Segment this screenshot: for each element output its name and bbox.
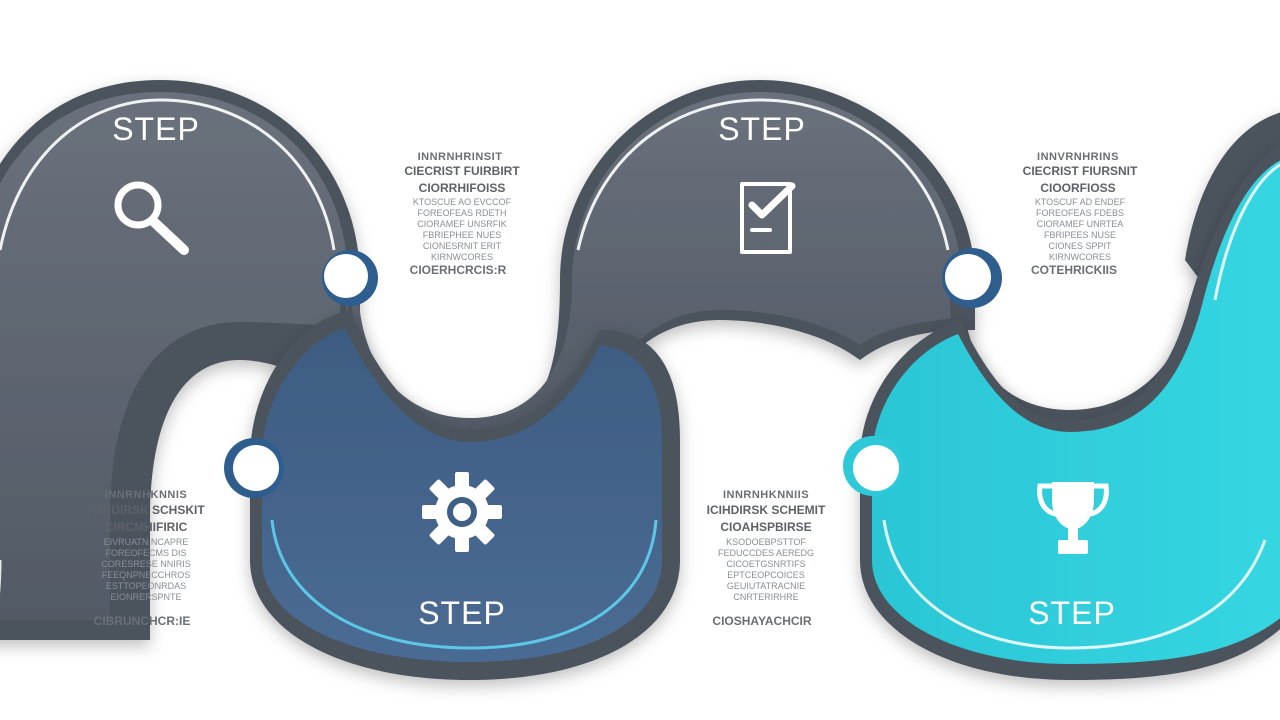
blurb-3-line: KSODOEBPSTTOF — [726, 537, 806, 547]
blurb-2: INNRNHKNNIS ICIHDIRSK SCHSKIT CIRCMHIFIR… — [87, 489, 205, 628]
blurb-1-title: INNRNHRINSIT — [418, 151, 503, 163]
blurb-1-line: KTOSCUE AO EVCCOF — [413, 197, 512, 207]
step-2-label: STEP — [418, 595, 506, 631]
connector-node-1 — [322, 250, 378, 306]
blurb-1-line: FOREOFEAS RDETH — [417, 208, 506, 218]
blurb-4-line: KTOSCUF AD ENDEF — [1035, 197, 1126, 207]
arc-outline-2 — [576, 98, 950, 251]
blurb-4-line: CIORAMEF UNRTEA — [1037, 219, 1124, 229]
step-4-label: STEP — [1028, 595, 1116, 631]
blurb-2-line: FEEQNPNECCHROS — [102, 570, 191, 580]
blurb-4: INNVRNHRINS CIECRIST FIURSNIT CIOORFIOSS… — [1023, 151, 1138, 277]
blurb-4-title: INNVRNHRINS — [1037, 151, 1119, 163]
blurb-2-footer: CIBRUNCHCR:IE — [94, 614, 191, 628]
arc-outline-1 — [0, 98, 336, 251]
blurb-3-title: INNRNHKNNIIS — [723, 489, 809, 501]
blurb-1-footer: CIOERHCRCIS:R — [410, 263, 507, 277]
trophy-icon — [1037, 482, 1109, 554]
blurb-3-line: CICOETGSNRTIFS — [726, 559, 805, 569]
connector-node-2 — [224, 438, 284, 498]
blurb-4-line: CIONES SPPIT — [1048, 241, 1112, 251]
blurb-4-line: KIRNWCORES — [1049, 252, 1111, 262]
checklist-icon — [740, 182, 796, 254]
blurb-1-line: FBRIEPHEE NUES — [423, 230, 502, 240]
blurb-3-footer: CIOSHAYACHCIR — [712, 614, 811, 628]
step-3-label: STEP — [718, 111, 806, 147]
blurb-2-line: EIVRUATN NCAPRE — [104, 537, 189, 547]
connector-node-3 — [942, 248, 1002, 308]
blurb-1-line: CIONESRNIT ERIT — [423, 241, 502, 251]
gear-icon — [422, 472, 502, 552]
blurb-3-line: CNRTERIRHRE — [733, 592, 798, 602]
blurb-1-line: KIRNWCORES — [431, 252, 493, 262]
blurb-3-subtitle: ICIHDIRSK SCHEMIT — [707, 503, 826, 517]
blurb-4-footer: COTEHRICKIIS — [1031, 263, 1117, 277]
blurb-2-line: ESTTOPEONRDAS — [106, 581, 186, 591]
blurb-2-subtitle: ICIHDIRSK SCHSKIT — [87, 503, 205, 517]
connector-node-4 — [843, 436, 903, 496]
blurb-2-head: CIRCMHIFIRIC — [105, 520, 188, 534]
blurb-4-line: FOREOFEAS FDEBS — [1036, 208, 1124, 218]
blurb-3-line: EPTCEOPCOICES — [727, 570, 805, 580]
blurb-3-line: FEDUCCDES AEREDG — [718, 548, 814, 558]
blurb-3: INNRNHKNNIIS ICIHDIRSK SCHEMIT CIOAHSPBI… — [707, 489, 826, 628]
blurb-1-subtitle: CIECRIST FUIRBIRT — [404, 164, 520, 178]
upper-band — [0, 80, 1280, 640]
cyan-band — [860, 144, 1280, 680]
blurb-3-line: GEUIUTATRACNIE — [727, 581, 805, 591]
blurb-2-line: FOREOFECMS DIS — [105, 548, 186, 558]
blurb-1-head: CIORRHIFOISS — [419, 181, 506, 195]
blurb-1: INNRNHRINSIT CIECRIST FUIRBIRT CIORRHIFO… — [404, 151, 520, 277]
blurb-3-head: CIOAHSPBIRSE — [720, 520, 811, 534]
blurb-2-line: CORESRESE NNIRIS — [101, 559, 191, 569]
step-1-label: STEP — [112, 111, 200, 147]
blurb-2-line: EIONRERSPNTE — [110, 592, 181, 602]
blurb-1-line: CIORAMEF UNSRFIK — [417, 219, 507, 229]
magnifier-icon — [114, 181, 189, 255]
blurb-4-head: CIOORFIOSS — [1040, 181, 1115, 195]
blurb-4-line: FBRIPEES NUSE — [1044, 230, 1116, 240]
blurb-4-subtitle: CIECRIST FIURSNIT — [1023, 164, 1138, 178]
blurb-2-title: INNRNHKNNIS — [105, 489, 188, 501]
